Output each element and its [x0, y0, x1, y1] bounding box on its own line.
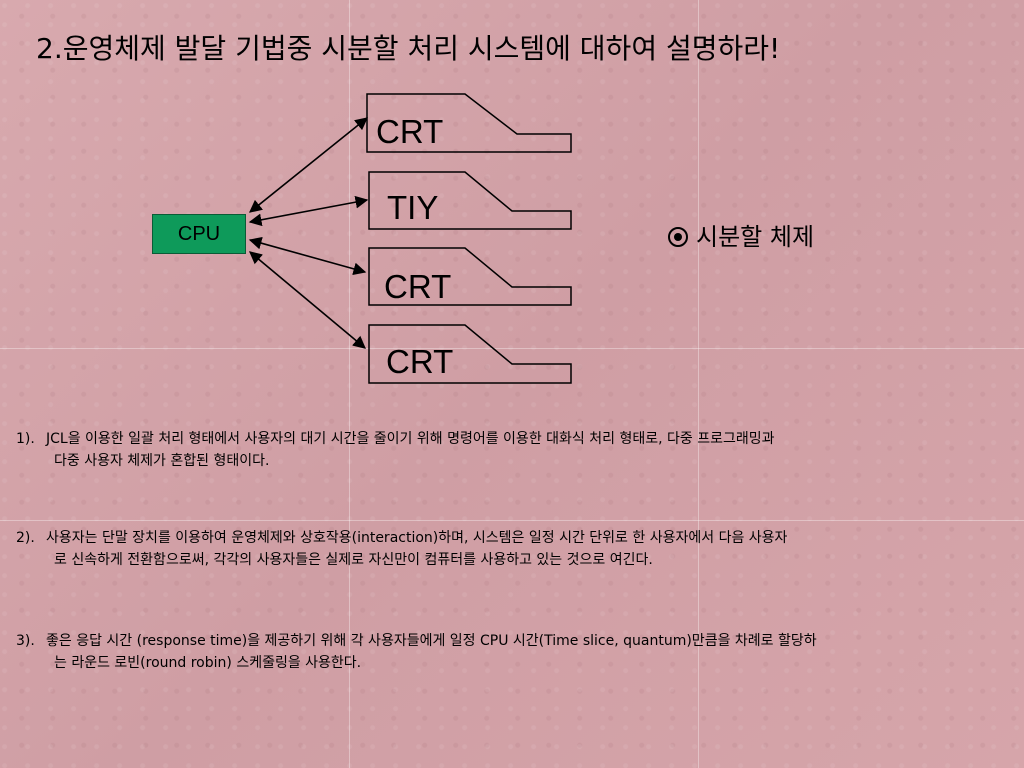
- terminal-label: TIY: [387, 189, 439, 226]
- terminal-outline-4: [368, 324, 572, 384]
- arrow-cpu-terminal-1: [249, 117, 368, 213]
- paragraph-2: 2). 사용자는 단말 장치를 이용하여 운영체제와 상호작용(interacti…: [16, 527, 1006, 571]
- paragraph-line: 다중 사용자 체제가 혼합된 형태이다.: [54, 453, 270, 469]
- terminal-outline-3: [368, 247, 572, 306]
- background-seam: [0, 520, 1024, 521]
- paragraph-line: 는 라운드 로빈(round robin) 스케줄링을 사용한다.: [54, 655, 362, 671]
- background-seam: [349, 0, 350, 768]
- paragraph-line: JCL을 이용한 일괄 처리 형태에서 사용자의 대기 시간을 줄이기 위해 명…: [46, 431, 775, 447]
- cpu-box: CPU: [152, 214, 246, 254]
- arrow-cpu-terminal-2: [248, 195, 369, 227]
- paragraph-line: 좋은 응답 시간 (response time)을 제공하기 위해 각 사용자들…: [46, 633, 817, 649]
- arrow-cpu-terminal-4: [249, 251, 366, 349]
- bullet-text: 시분할 체제: [696, 223, 815, 251]
- bullet-item: 시분할 체제: [668, 220, 814, 254]
- paragraph-line: 로 신속하게 전환함으로써, 각각의 사용자들은 실제로 자신만이 컴퓨터를 사…: [54, 552, 653, 568]
- terminal-label: CRT: [376, 113, 444, 150]
- terminal-label: CRT: [384, 268, 452, 305]
- paragraph-number: 2).: [16, 530, 35, 546]
- paragraph-line: 사용자는 단말 장치를 이용하여 운영체제와 상호작용(interaction)…: [46, 530, 788, 546]
- paragraph-1: 1). JCL을 이용한 일괄 처리 형태에서 사용자의 대기 시간을 줄이기 위…: [16, 428, 1006, 472]
- paragraph-number: 1).: [16, 431, 35, 447]
- background-seam: [0, 348, 1024, 349]
- paragraph-number: 3).: [16, 633, 35, 649]
- terminal-label: CRT: [386, 343, 454, 380]
- paragraph-3: 3). 좋은 응답 시간 (response time)을 제공하기 위해 각 사…: [16, 630, 1006, 674]
- terminal-outline-2: [368, 171, 572, 230]
- slide-title: 2.운영체제 발달 기법중 시분할 처리 시스템에 대하여 설명하라!: [36, 32, 781, 65]
- background-seam: [698, 0, 699, 768]
- radio-circle-icon: [668, 227, 688, 247]
